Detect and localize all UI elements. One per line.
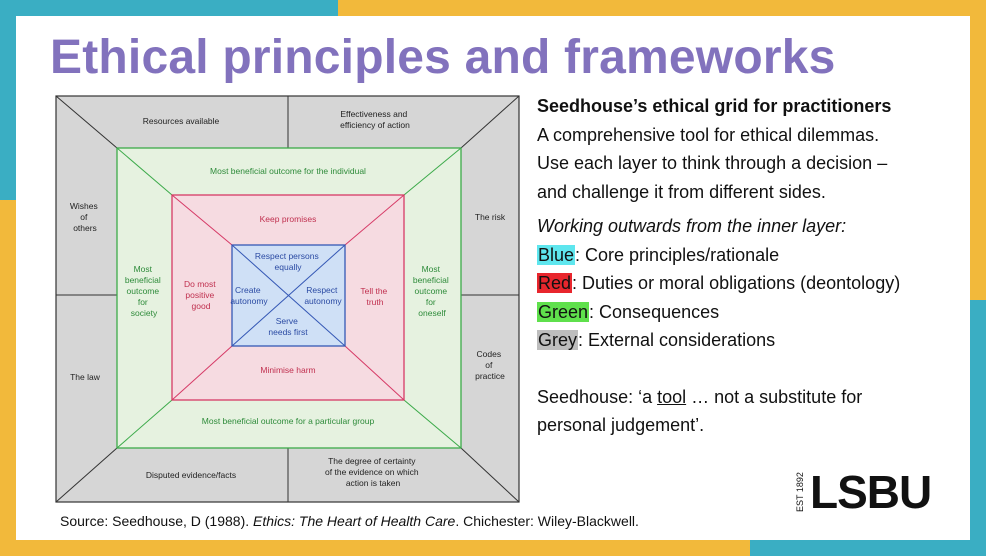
frame-band-teal-left (0, 0, 16, 200)
red-diagonal-tl (171, 194, 233, 246)
source-post: . Chichester: Wiley-Blackwell. (455, 513, 639, 529)
blue-diagonal-b (231, 244, 346, 347)
svg-text:EST 1892: EST 1892 (795, 472, 805, 512)
grey-label-codes: Codes of practice (475, 349, 505, 381)
frame-band-yellow-left (0, 200, 16, 556)
layer-green-name: Green (537, 301, 590, 322)
red-label-promises: Keep promises (260, 214, 317, 224)
grey-diagonal-bl (55, 447, 118, 503)
green-diagonal-bl (116, 399, 173, 449)
quote-post: … not a substitute for (686, 386, 863, 407)
green-diagonal-br (403, 399, 462, 449)
right-text: Seedhouse’s ethical grid for practitione… (537, 92, 967, 440)
green-label-oneself: Most beneficial outcome for oneself (413, 264, 451, 318)
blue-label-create-autonomy: Create autonomy (230, 285, 268, 306)
red-label-truth: Tell the truth (360, 286, 389, 307)
description-line-1: A comprehensive tool for ethical dilemma… (537, 124, 880, 145)
grey-label-law: The law (70, 372, 101, 382)
logo-wordmark: LSBU (810, 466, 932, 518)
layer-blue-name: Blue (537, 244, 576, 265)
source-citation: Source: Seedhouse, D (1988). Ethics: The… (60, 513, 639, 529)
frame-band-teal-right (970, 300, 986, 556)
red-diagonal-br (344, 345, 405, 401)
lsbu-logo: EST 1892 LSBU (793, 464, 943, 520)
layer-grey-name: Grey (537, 330, 579, 350)
slide-title: Ethical principles and frameworks (50, 31, 836, 84)
layer-red: Red: Duties or moral obligations (deonto… (537, 269, 967, 298)
green-label-individual: Most beneficial outcome for the individu… (210, 166, 366, 176)
logo-est-mark: EST 1892 (795, 472, 805, 512)
layer-green-desc: : Consequences (589, 301, 720, 322)
blue-label-respect-autonomy: Respect autonomy (304, 285, 342, 306)
source-book: Ethics: The Heart of Health Care (253, 513, 456, 529)
frame-band-teal-top-left (0, 0, 338, 16)
green-diagonal-tr (403, 147, 462, 196)
frame-band-yellow-bottom (0, 540, 750, 556)
green-diagonal-tl (116, 147, 173, 196)
grey-label-effectiveness: Effectiveness and efficiency of action (340, 109, 410, 130)
grey-label-wishes: Wishes of others (70, 201, 100, 233)
grey-diagonal-br (460, 447, 520, 503)
layer-grey: Grey: External considerations (537, 326, 967, 355)
red-diagonal-tr (344, 194, 405, 246)
quote-line-1: Seedhouse: ‘a tool … not a substitute fo… (537, 383, 967, 412)
description-line-3: and challenge it from different sides. (537, 181, 826, 202)
quote-line-2: personal judgement’. (537, 415, 705, 435)
red-diagonal-bl (171, 345, 233, 401)
green-label-group: Most beneficial outcome for a particular… (202, 416, 375, 426)
grey-diagonal-tr (460, 95, 520, 149)
layer-blue: Blue: Core principles/rationale (537, 241, 967, 270)
layer-green: Green: Consequences (537, 298, 967, 327)
frame-band-yellow-right (970, 0, 986, 300)
red-label-positive-good: Do most positive good (184, 279, 218, 311)
layer-red-name: Red (537, 273, 573, 293)
working-outwards: Working outwards from the inner layer: (537, 216, 847, 236)
quote-pre: Seedhouse: ‘a (537, 386, 658, 407)
grey-label-resources: Resources available (143, 116, 220, 126)
grey-diagonal-tl (55, 95, 118, 149)
blue-label-serve-needs: Serve needs first (268, 316, 308, 337)
grey-label-disputed: Disputed evidence/facts (146, 470, 236, 480)
ethical-grid-svg: Resources available Effectiveness and ef… (55, 95, 520, 503)
red-label-harm: Minimise harm (260, 365, 315, 375)
ethical-grid: Resources available Effectiveness and ef… (55, 95, 520, 503)
grey-label-risk: The risk (475, 212, 506, 222)
frame-band-yellow-top-right (338, 0, 986, 16)
layer-red-desc: : Duties or moral obligations (deontolog… (572, 273, 901, 293)
grey-label-certainty: The degree of certainty of the evidence … (325, 456, 421, 488)
quote-tool: tool (657, 386, 687, 407)
green-label-society: Most beneficial outcome for society (125, 264, 163, 318)
description-line-2: Use each layer to think through a decisi… (537, 153, 888, 173)
blue-label-respect-equally: Respect persons equally (255, 251, 321, 272)
frame-band-teal-bottom (750, 540, 986, 556)
layer-grey-desc: : External considerations (578, 330, 776, 350)
grid-heading: Seedhouse’s ethical grid for practitione… (537, 96, 892, 116)
layer-blue-desc: : Core principles/rationale (575, 244, 780, 265)
source-pre: Source: Seedhouse, D (1988). (60, 513, 254, 529)
